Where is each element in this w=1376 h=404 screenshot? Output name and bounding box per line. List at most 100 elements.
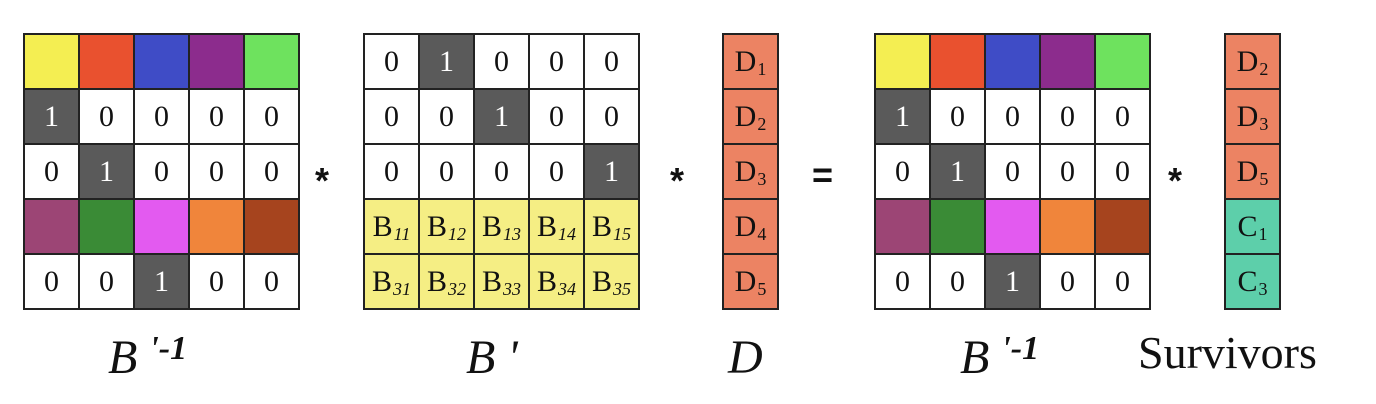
cell-subscript: 4 [757, 223, 767, 244]
cell-text: B [372, 209, 393, 243]
grid-cell: 0 [243, 88, 300, 145]
cell-text: 0 [604, 44, 619, 78]
grid-cell: B32 [418, 253, 475, 310]
cell-text: D [1236, 99, 1259, 133]
grid-cell: 0 [528, 88, 585, 145]
cell-text: C [1237, 209, 1258, 243]
grid-cell [984, 33, 1041, 90]
grid-row: D5 [1224, 143, 1281, 200]
grid-cell: B14 [528, 198, 585, 255]
grid-cell [1039, 33, 1096, 90]
multiply-operator-2: * [670, 160, 685, 201]
grid-row: D4 [722, 198, 779, 255]
grid-cell: 1 [78, 143, 135, 200]
cell-text: B [481, 209, 502, 243]
grid-cell [78, 33, 135, 90]
multiply-operator-3: * [1168, 160, 1183, 201]
grid-cell: B33 [473, 253, 530, 310]
cell-text: 1 [604, 154, 619, 188]
cell-subscript: 33 [503, 278, 521, 299]
cell-text: 0 [494, 154, 509, 188]
cell-subscript: 3 [1258, 278, 1268, 299]
cell-text: D [734, 154, 757, 188]
cell-text: 1 [154, 264, 169, 298]
cell-text: 0 [99, 99, 114, 133]
grid-cell [188, 33, 245, 90]
cell-text: 0 [439, 154, 454, 188]
grid-row [23, 198, 300, 255]
cell-subscript: 1 [757, 58, 767, 79]
grid-cell: B13 [473, 198, 530, 255]
grid-cell [929, 198, 986, 255]
cell-text: 1 [439, 44, 454, 78]
cell-subscript: 5 [757, 278, 767, 299]
grid-cell: 1 [23, 88, 80, 145]
grid-cell: 0 [874, 143, 931, 200]
label-b-inverse-right: B '-1 [960, 330, 1040, 384]
cell-text: 0 [384, 99, 399, 133]
grid-cell: B15 [583, 198, 640, 255]
grid-cell: 0 [23, 143, 80, 200]
cell-text: 0 [99, 264, 114, 298]
cell-text: D [1236, 44, 1259, 78]
grid-cell [133, 198, 190, 255]
cell-text: 1 [44, 99, 59, 133]
cell-subscript: 11 [393, 223, 411, 244]
grid-row [874, 198, 1151, 255]
cell-text: 0 [1115, 99, 1130, 133]
grid-cell: 0 [133, 143, 190, 200]
label-survivors: Survivors [1138, 327, 1317, 378]
grid-cell: 0 [583, 88, 640, 145]
grid-row: D2 [722, 88, 779, 145]
grid-cell: 1 [133, 253, 190, 310]
cell-subscript: 3 [757, 168, 767, 189]
cell-text: 1 [494, 99, 509, 133]
grid-cell: 0 [1094, 253, 1151, 310]
grid-cell: 0 [418, 88, 475, 145]
grid-cell: 0 [363, 88, 420, 145]
grid-cell: 0 [528, 33, 585, 90]
grid-cell: D5 [1224, 143, 1281, 200]
grid-cell: 0 [363, 33, 420, 90]
grid-row: D3 [1224, 88, 1281, 145]
grid-row [23, 33, 300, 90]
grid-cell [1094, 33, 1151, 90]
cell-text: 0 [604, 99, 619, 133]
grid-cell [23, 33, 80, 90]
multiply-operator-1: * [315, 160, 330, 201]
cell-text: 0 [44, 154, 59, 188]
grid-cell: 1 [418, 33, 475, 90]
grid-row: C1 [1224, 198, 1281, 255]
grid-cell: 0 [188, 253, 245, 310]
cell-subscript: 2 [1259, 58, 1269, 79]
cell-subscript: 1 [1258, 223, 1268, 244]
cell-text: 0 [895, 154, 910, 188]
grid-cell: D5 [722, 253, 779, 310]
grid-cell: 0 [1094, 143, 1151, 200]
grid-cell: 0 [188, 88, 245, 145]
grid-row: D3 [722, 143, 779, 200]
cell-text: 0 [209, 154, 224, 188]
grid-cell: D4 [722, 198, 779, 255]
cell-text: 0 [154, 99, 169, 133]
cell-text: B [426, 209, 447, 243]
cell-text: 0 [1115, 264, 1130, 298]
label-d: D [728, 331, 763, 384]
grid-cell [984, 198, 1041, 255]
grid-cell [243, 198, 300, 255]
grid-cell: 0 [874, 253, 931, 310]
cell-text: B [426, 264, 447, 298]
grid-cell: 0 [929, 88, 986, 145]
grid-cell: 0 [984, 88, 1041, 145]
grid-cell: D3 [1224, 88, 1281, 145]
cell-text: 0 [895, 264, 910, 298]
grid-cell: B11 [363, 198, 420, 255]
cell-text: B [591, 264, 612, 298]
equals-operator: = [812, 154, 834, 195]
grid-row: D1 [722, 33, 779, 90]
